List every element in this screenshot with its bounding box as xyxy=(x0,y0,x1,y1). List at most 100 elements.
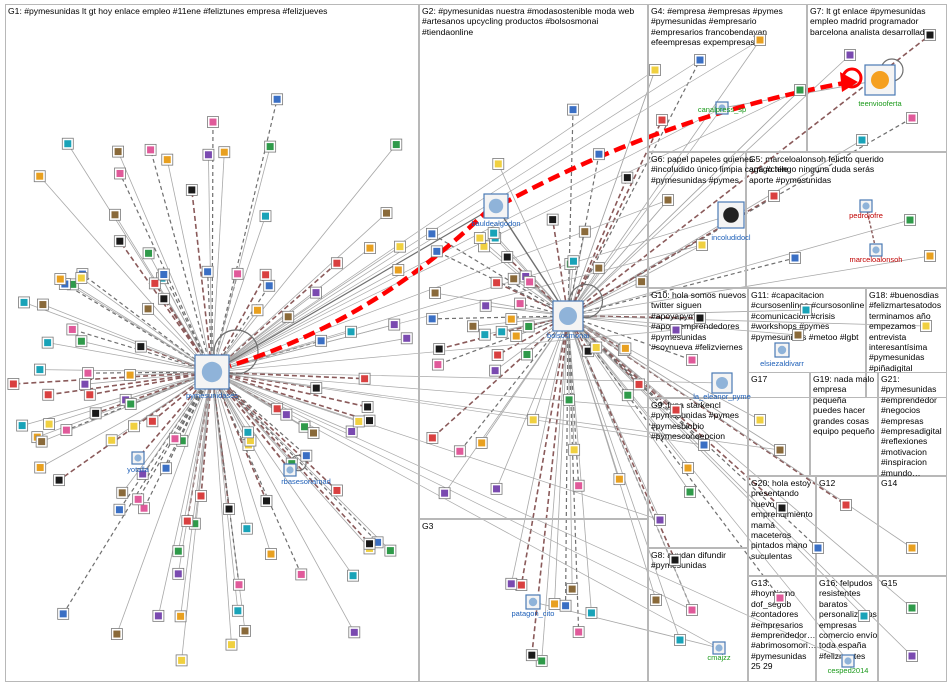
avatar-node[interactable] xyxy=(128,420,140,433)
avatar-node[interactable] xyxy=(670,324,682,336)
avatar-node[interactable] xyxy=(578,225,591,238)
avatar-node[interactable] xyxy=(510,330,523,342)
avatar-node[interactable] xyxy=(563,393,575,406)
avatar-node[interactable] xyxy=(438,487,451,500)
avatar-node[interactable] xyxy=(75,272,88,284)
avatar-node[interactable] xyxy=(231,267,244,280)
avatar-node[interactable] xyxy=(363,414,376,427)
avatar-node[interactable] xyxy=(169,432,181,445)
avatar-node[interactable] xyxy=(113,503,126,516)
avatar-node[interactable] xyxy=(670,404,682,416)
avatar-node[interactable] xyxy=(298,420,311,433)
avatar-node[interactable] xyxy=(682,462,694,474)
avatar-node[interactable] xyxy=(124,398,137,410)
avatar-node[interactable] xyxy=(172,567,185,580)
avatar-node[interactable] xyxy=(649,64,661,76)
avatar-node[interactable] xyxy=(567,103,579,116)
avatar-node[interactable] xyxy=(400,332,413,345)
avatar-node[interactable] xyxy=(527,413,540,426)
avatar-node[interactable] xyxy=(146,415,159,428)
avatar-node[interactable] xyxy=(295,568,308,581)
avatar-node[interactable] xyxy=(124,369,136,381)
avatar-node[interactable] xyxy=(113,235,126,248)
avatar-node[interactable] xyxy=(684,486,696,498)
avatar-node[interactable] xyxy=(522,320,535,333)
hub-node-pymesunidases[interactable]: pymesunidases xyxy=(186,354,238,400)
avatar-node[interactable] xyxy=(613,473,626,486)
avatar-node[interactable] xyxy=(18,296,30,309)
avatar-node[interactable] xyxy=(185,184,198,196)
hub-node-cesped2014[interactable]: cesped2014 xyxy=(828,654,869,675)
avatar-node[interactable] xyxy=(33,170,46,183)
avatar-node[interactable] xyxy=(473,232,486,244)
avatar-node[interactable] xyxy=(271,93,284,106)
avatar-node[interactable] xyxy=(514,297,527,310)
avatar-node[interactable] xyxy=(566,583,579,595)
avatar-node[interactable] xyxy=(160,462,172,475)
avatar-node[interactable] xyxy=(172,545,185,558)
avatar-node[interactable] xyxy=(567,255,580,268)
avatar-node[interactable] xyxy=(181,515,194,527)
avatar-node[interactable] xyxy=(654,514,666,526)
avatar-node[interactable] xyxy=(858,610,870,622)
avatar-node[interactable] xyxy=(856,134,868,146)
avatar-node[interactable] xyxy=(16,419,29,432)
avatar-node[interactable] xyxy=(572,479,585,492)
avatar-node[interactable] xyxy=(694,312,706,324)
avatar-node[interactable] xyxy=(330,257,343,270)
hub-node-cmajzz[interactable]: cmajzz xyxy=(707,641,731,662)
avatar-node[interactable] xyxy=(840,499,852,511)
avatar-node[interactable] xyxy=(467,320,479,333)
avatar-node[interactable] xyxy=(41,336,54,349)
avatar-node[interactable] xyxy=(161,153,174,166)
avatar-node[interactable] xyxy=(812,542,824,554)
avatar-node[interactable] xyxy=(114,167,126,180)
avatar-node[interactable] xyxy=(535,655,548,667)
avatar-node[interactable] xyxy=(754,414,766,426)
avatar-node[interactable] xyxy=(112,145,124,158)
avatar-node[interactable] xyxy=(904,214,916,226)
avatar-node[interactable] xyxy=(662,194,674,206)
avatar-node[interactable] xyxy=(240,522,253,535)
avatar-node[interactable] xyxy=(621,171,634,184)
avatar-node[interactable] xyxy=(669,554,681,566)
avatar-node[interactable] xyxy=(195,490,207,502)
avatar-node[interactable] xyxy=(264,140,277,153)
hub-node-marceloalonsoh[interactable]: marceloalonsoh xyxy=(850,243,903,264)
avatar-node[interactable] xyxy=(495,325,508,338)
avatar-node[interactable] xyxy=(568,443,581,456)
avatar-node[interactable] xyxy=(635,275,648,288)
avatar-node[interactable] xyxy=(231,604,244,617)
avatar-node[interactable] xyxy=(590,341,603,354)
avatar-node[interactable] xyxy=(429,287,441,299)
avatar-node[interactable] xyxy=(241,426,254,439)
avatar-node[interactable] xyxy=(132,493,145,506)
avatar-node[interactable] xyxy=(152,609,165,622)
avatar-node[interactable] xyxy=(800,304,812,316)
avatar-node[interactable] xyxy=(507,272,520,285)
avatar-node[interactable] xyxy=(650,594,662,606)
avatar-node[interactable] xyxy=(794,84,806,96)
avatar-node[interactable] xyxy=(251,304,264,317)
avatar-node[interactable] xyxy=(515,579,528,591)
avatar-node[interactable] xyxy=(352,415,365,428)
hub-node-la_eleanor_pyme[interactable]: la_eleanor_pyme xyxy=(693,372,751,401)
avatar-node[interactable] xyxy=(844,49,856,61)
avatar-node[interactable] xyxy=(698,439,710,451)
hub-node-teenviooferta[interactable]: teenviooferta xyxy=(858,64,903,108)
avatar-node[interactable] xyxy=(525,649,538,662)
avatar-node[interactable] xyxy=(225,638,238,651)
avatar-node[interactable] xyxy=(656,114,668,126)
hub-node-elsiezaldivarr[interactable]: elsiezaldivarr xyxy=(760,342,804,368)
avatar-node[interactable] xyxy=(142,302,154,315)
avatar-node[interactable] xyxy=(774,444,786,456)
avatar-node[interactable] xyxy=(621,389,634,402)
avatar-node[interactable] xyxy=(239,625,251,637)
avatar-node[interactable] xyxy=(7,378,20,390)
avatar-node[interactable] xyxy=(142,247,155,260)
avatar-node[interactable] xyxy=(674,634,686,646)
avatar-node[interactable] xyxy=(694,54,706,66)
avatar-node[interactable] xyxy=(307,427,320,439)
avatar-node[interactable] xyxy=(593,148,605,161)
avatar-node[interactable] xyxy=(774,592,786,604)
